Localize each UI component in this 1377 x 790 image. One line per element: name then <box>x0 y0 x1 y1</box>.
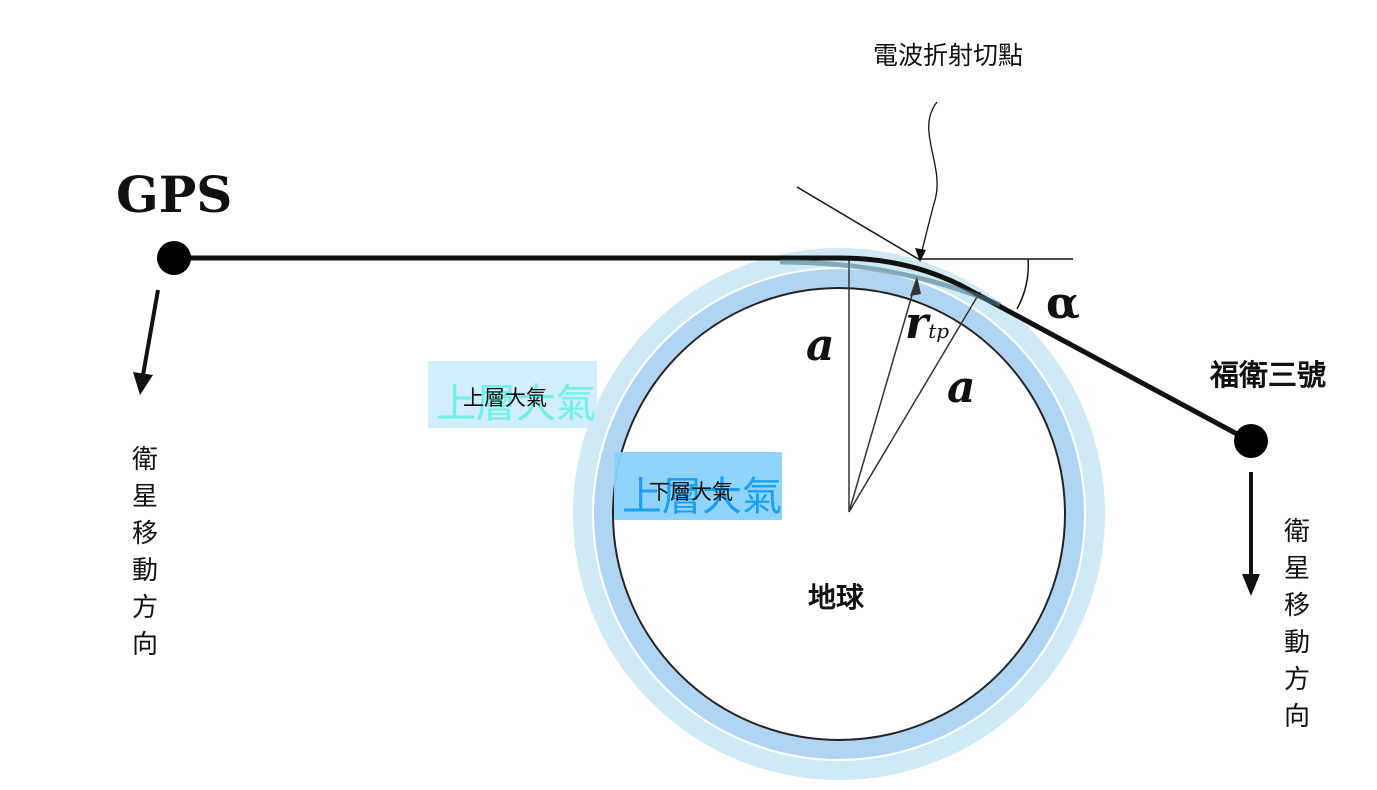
char: 移 <box>1283 591 1310 621</box>
upper-atmosphere-text: 上層大氣 <box>463 386 547 410</box>
gps-satellite-dot <box>157 241 191 275</box>
char: 向 <box>1283 702 1310 732</box>
upper-overlay-text: 上層大氣 <box>436 381 596 427</box>
lower-overlay-text: 上層大氣 <box>622 474 782 520</box>
char: 方 <box>131 593 158 623</box>
char: 星 <box>1283 554 1310 584</box>
upper-atmosphere-label-box: 上層大氣 上層大氣 <box>428 361 597 428</box>
tangent-point-label: 電波折射切點 <box>873 41 1024 70</box>
pointer-curve <box>919 101 938 259</box>
tangent-line <box>796 186 921 261</box>
sat-motion-arrowhead <box>1242 574 1260 596</box>
char: 星 <box>131 482 158 512</box>
white-gap <box>592 267 1086 761</box>
radius-a-right <box>848 291 981 513</box>
rtp-arrowhead <box>910 276 921 296</box>
gps-label: GPS <box>116 165 233 224</box>
radius-rtp <box>848 277 918 513</box>
gps-motion-arrowhead <box>133 372 153 395</box>
gps-motion-arrow <box>141 289 160 376</box>
char: 動 <box>131 556 158 586</box>
rtp-main: r <box>905 298 929 349</box>
refracted-segment-overlay <box>779 259 1001 308</box>
gps-motion-label: 衛 星 移 動 方 向 <box>130 442 160 664</box>
earth-circle <box>612 287 1066 741</box>
signal-path <box>174 255 1252 444</box>
alpha-label: α <box>1046 278 1080 329</box>
char: 衛 <box>131 445 158 475</box>
char: 衛 <box>1283 517 1310 547</box>
pointer-arrowhead <box>915 248 926 262</box>
sat-motion-label: 衛 星 移 動 方 向 <box>1282 514 1312 736</box>
formosat-satellite-dot <box>1234 424 1268 458</box>
rtp-label: rtp <box>905 298 949 349</box>
char: 移 <box>131 519 158 549</box>
char: 動 <box>1283 628 1310 658</box>
rtp-subscript: tp <box>928 319 950 343</box>
lower-atmosphere-label-box: 上層大氣 下層大氣 <box>614 452 782 520</box>
radius-a2-label: a <box>947 362 976 413</box>
earth-label: 地球 <box>808 581 865 614</box>
char: 向 <box>131 630 158 660</box>
alpha-arc <box>1016 258 1030 310</box>
lower-atmosphere-text: 下層大氣 <box>649 480 733 504</box>
formosat-label: 福衛三號 <box>1210 358 1327 392</box>
radius-a-label: a <box>806 320 835 371</box>
char: 方 <box>1283 665 1310 695</box>
lower-atmosphere-band <box>594 269 1084 759</box>
